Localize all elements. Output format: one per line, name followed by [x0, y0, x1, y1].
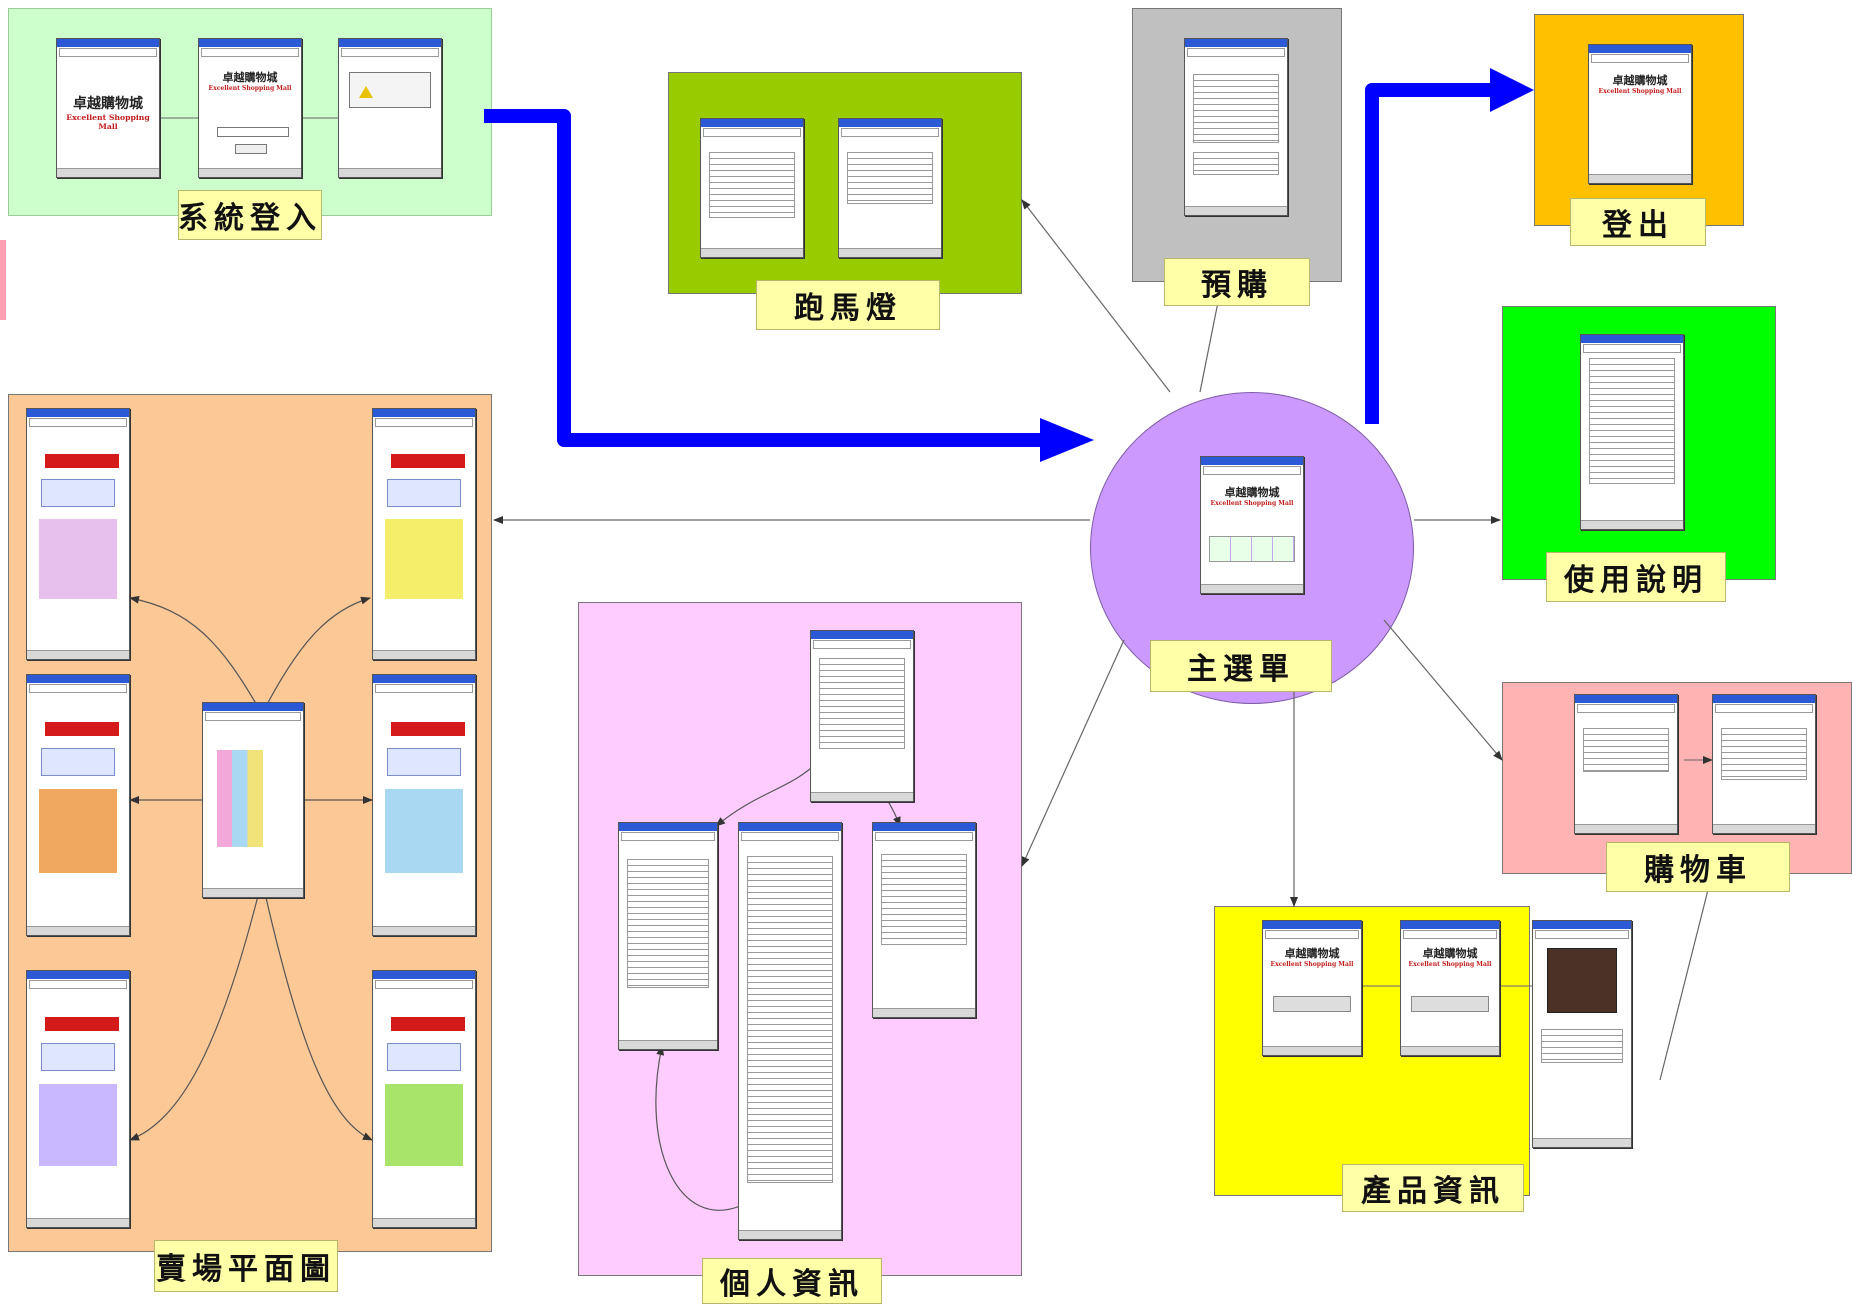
phone-preorder [1184, 38, 1288, 216]
brand-name: 卓越購物城 [1612, 74, 1668, 88]
brand-name: 卓越購物城 [1284, 946, 1340, 960]
brand-name-en: Excellent Shopping Mall [1408, 960, 1492, 968]
phone-area-bottom-right [372, 970, 476, 1228]
floor-plan-label: 賣場平面圖 [154, 1240, 338, 1292]
warning-icon [359, 85, 374, 98]
phone-cart-checkout [1712, 694, 1816, 834]
phone-product-detail [1532, 920, 1632, 1148]
phone-order-history [618, 822, 718, 1050]
phone-profile-basic [810, 630, 914, 802]
phone-area-mid-right [372, 674, 476, 936]
brand-name: 卓越購物城 [222, 71, 278, 85]
brand-name-en: Excellent Shopping Mall [208, 85, 292, 93]
product-info-label: 產品資訊 [1342, 1164, 1524, 1212]
phone-marquee-detail [838, 118, 942, 258]
phone-area-bottom-left [26, 970, 130, 1228]
personal-info-label: 個人資訊 [702, 1258, 882, 1304]
dresser-image [1546, 948, 1618, 1014]
edge-fragment [0, 240, 6, 320]
main-menu-label: 主選單 [1150, 640, 1332, 692]
brand-name-en: Excellent Shopping Mall [1270, 960, 1354, 968]
brand-name: 卓越購物城 [1422, 946, 1478, 960]
brand-name: 卓越購物城 [73, 95, 143, 112]
cart-label: 購物車 [1606, 842, 1790, 892]
brand-name-en: Excellent Shopping Mall [66, 113, 150, 131]
brand-name-en: Excellent Shopping Mall [1210, 500, 1294, 507]
phone-area-top-right [372, 408, 476, 660]
flow-arrowhead-to-logout [1490, 68, 1534, 112]
phone-cart-list [1574, 694, 1678, 834]
preorder-label: 預購 [1164, 258, 1310, 306]
phone-area-center [202, 702, 304, 898]
phone-profile-edit [872, 822, 976, 1018]
phone-order-detail [738, 822, 842, 1240]
marquee-label: 跑馬燈 [756, 280, 940, 330]
brand-name-en: Excellent Shopping Mall [1598, 88, 1682, 96]
phone-help [1580, 334, 1684, 530]
phone-area-mid-left [26, 674, 130, 936]
thin-link-lines [493, 199, 1714, 1081]
help-label: 使用說明 [1546, 552, 1726, 602]
login-label: 系統登入 [178, 190, 322, 240]
phone-area-top-left [26, 408, 130, 660]
phone-login-alert [338, 38, 442, 178]
logout-label: 登出 [1570, 198, 1706, 246]
brand-name: 卓越購物城 [1224, 485, 1280, 499]
phone-marquee-list [700, 118, 804, 258]
flow-arrowhead-to-menu [1040, 418, 1094, 462]
flow-arrows [484, 83, 1500, 447]
